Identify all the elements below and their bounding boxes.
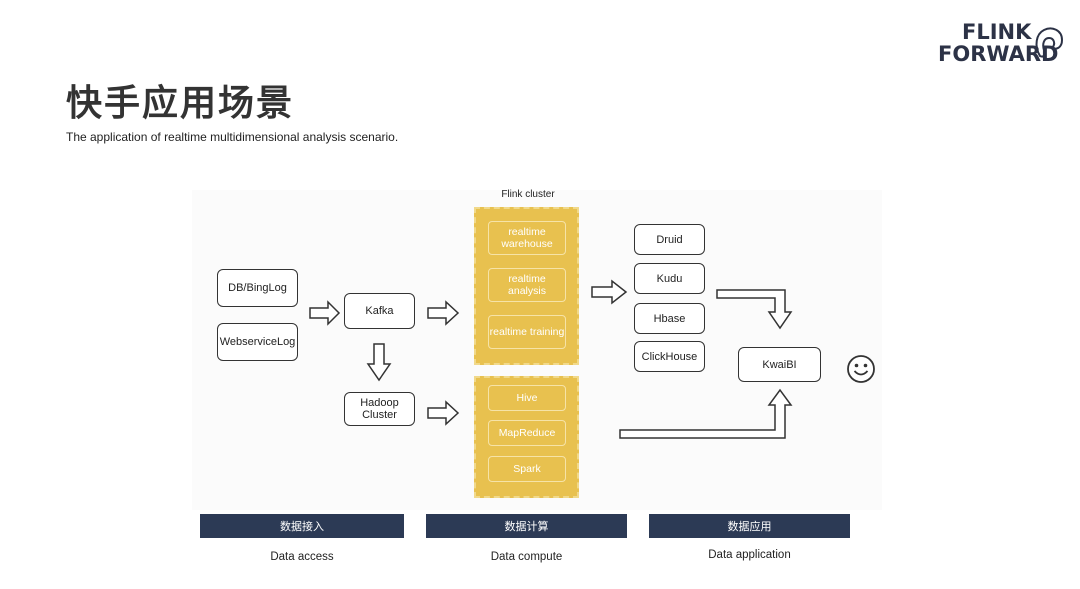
- arrow-kafka-to-hadoop: [366, 343, 392, 382]
- spark-box: Spark: [488, 456, 566, 482]
- slide-title: 快手应用场景: [66, 83, 295, 124]
- druid-box: Druid: [634, 224, 705, 255]
- realtime-training-box: realtime training: [488, 315, 566, 349]
- mapreduce-box: MapReduce: [488, 420, 566, 446]
- stage-caption-data-compute: Data compute: [490, 551, 563, 563]
- arrow-sources-to-kafka: [309, 300, 341, 326]
- arrow-hadoop-to-batch: [427, 400, 460, 426]
- stage-caption-data-application: Data application: [708, 549, 791, 561]
- arrow-storage-to-kwaibi: [716, 289, 793, 330]
- realtime-warehouse-box: realtime warehouse: [488, 221, 566, 255]
- flink-cluster-panel: [474, 207, 579, 365]
- smiley-icon: [847, 355, 875, 383]
- arrow-flink-to-storage: [591, 279, 628, 305]
- stage-bar-data-application: 数据应用: [649, 514, 850, 538]
- kwaibi-box: KwaiBI: [738, 347, 821, 382]
- stage-bar-data-access: 数据接入: [200, 514, 404, 538]
- clickhouse-box: ClickHouse: [634, 341, 705, 372]
- hive-box: Hive: [488, 385, 566, 411]
- logo-line-1: FLINK: [962, 20, 1032, 44]
- kudu-box: Kudu: [634, 263, 705, 294]
- arrow-batch-to-kwaibi: [619, 388, 793, 439]
- slide-subtitle: The application of realtime multidimensi…: [66, 130, 399, 144]
- flink-cluster-label: Flink cluster: [501, 189, 555, 200]
- arrow-kafka-to-flink: [427, 300, 460, 326]
- hadoop-cluster-box: Hadoop Cluster: [344, 392, 415, 426]
- squirrel-icon: [1035, 27, 1064, 58]
- dbbinglog-box: DB/BingLog: [217, 269, 298, 307]
- stage-caption-data-access: Data access: [270, 551, 334, 563]
- logo-line-2: FORWARD: [938, 42, 1059, 66]
- realtime-analysis-box: realtime analysis: [488, 268, 566, 302]
- stage-bar-data-compute: 数据计算: [426, 514, 627, 538]
- flink-forward-logo: FLINK FORWARD: [936, 20, 1066, 70]
- webservicelog-box: WebserviceLog: [217, 323, 298, 361]
- batch-cluster-panel: [474, 376, 579, 498]
- hbase-box: Hbase: [634, 303, 705, 334]
- kafka-box: Kafka: [344, 293, 415, 329]
